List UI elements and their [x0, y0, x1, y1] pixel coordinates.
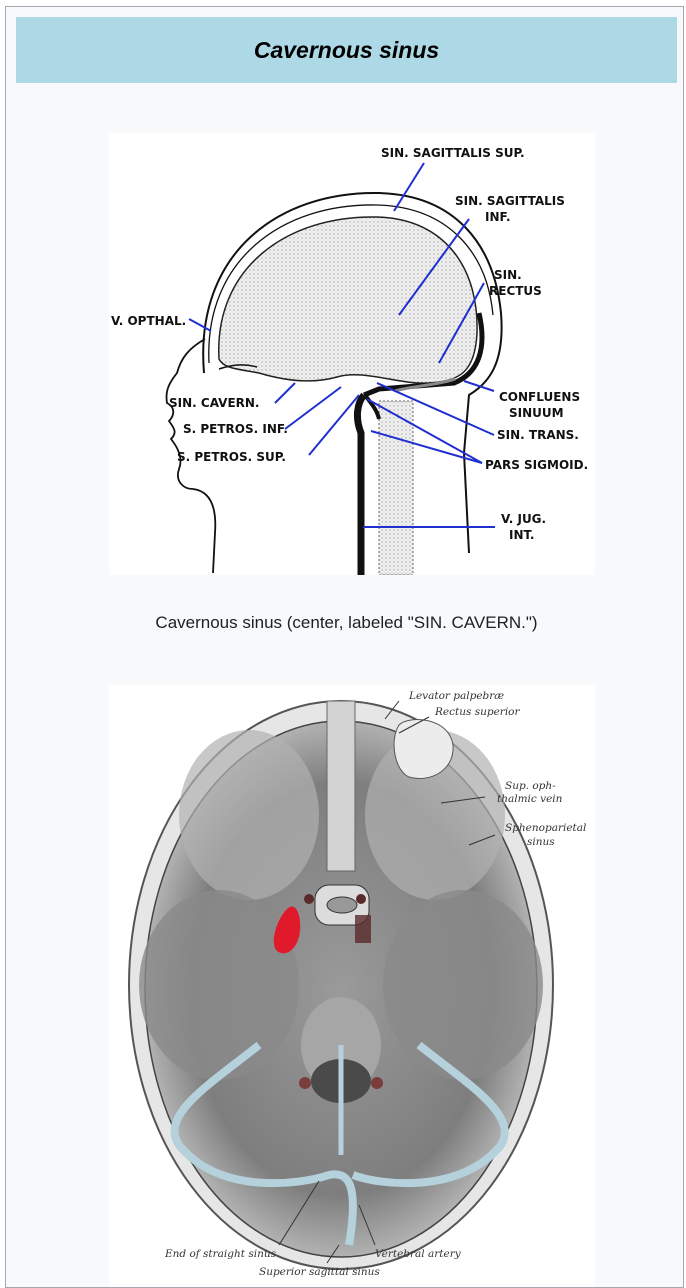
label-pars-sigmoid: PARS SIGMOID.: [485, 458, 588, 472]
label-end-straight-sinus: End of straight sinus: [164, 1248, 277, 1260]
label-sphenoparietal-2: sinus: [527, 836, 555, 848]
label-s-petros-sup: S. PETROS. SUP.: [177, 450, 286, 464]
skull-base-svg: Levator palpebræ Rectus superior Sup. op…: [109, 685, 595, 1287]
label-sin-trans: SIN. TRANS.: [497, 428, 579, 442]
label-superior-sagittal-sinus: Superior sagittal sinus: [259, 1266, 380, 1278]
label-confluens-2: SINUUM: [509, 406, 564, 420]
label-sphenoparietal-1: Sphenoparietal: [505, 822, 586, 834]
infobox-title-bar: Cavernous sinus: [16, 17, 677, 83]
label-sin-rectus-1: SIN.: [494, 268, 522, 282]
label-s-petros-inf: S. PETROS. INF.: [183, 422, 288, 436]
label-vertebral-artery: Vertebral artery: [375, 1248, 462, 1260]
label-levator: Levator palpebræ: [408, 690, 504, 702]
infobox: Cavernous sinus: [5, 6, 684, 1288]
figure-caption: Cavernous sinus (center, labeled "SIN. C…: [16, 613, 677, 633]
brain: [219, 217, 477, 383]
label-sin-rectus-2: RECTUS: [489, 284, 542, 298]
label-rectus-superior: Rectus superior: [434, 706, 520, 718]
label-confluens-1: CONFLUENS: [499, 390, 580, 404]
label-sup-oph-1: Sup. oph-: [505, 780, 556, 792]
label-sin-sagittalis-inf-1: SIN. SAGITTALIS: [455, 194, 565, 208]
sagittal-diagram-svg: SIN. SAGITTALIS SUP. SIN. SAGITTALIS INF…: [109, 133, 595, 575]
label-sup-oph-2: thalmic vein: [497, 793, 563, 805]
label-v-jug-2: INT.: [509, 528, 534, 542]
jugular-vessel: [357, 395, 364, 575]
label-sin-cavern: SIN. CAVERN.: [169, 396, 260, 410]
infobox-title: Cavernous sinus: [254, 37, 439, 64]
label-sin-sagittalis-sup: SIN. SAGITTALIS SUP.: [381, 146, 525, 160]
sagittal-sinus-diagram[interactable]: SIN. SAGITTALIS SUP. SIN. SAGITTALIS INF…: [109, 133, 595, 575]
label-v-opthal: V. OPTHAL.: [111, 314, 186, 328]
label-v-jug-1: V. JUG.: [501, 512, 546, 526]
label-sin-sagittalis-inf-2: INF.: [485, 210, 511, 224]
skull-base-illustration[interactable]: Levator palpebræ Rectus superior Sup. op…: [109, 685, 595, 1287]
